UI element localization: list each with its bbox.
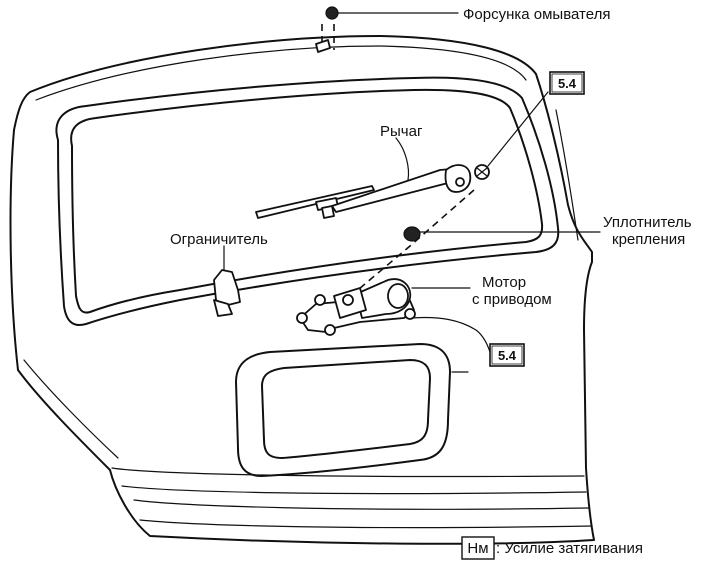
wiper-assembly	[255, 91, 549, 219]
torque-box-motor: 5.4	[489, 343, 525, 367]
license-plate-recess	[235, 343, 451, 477]
stopper	[213, 245, 241, 317]
label-seal-line2: крепления	[612, 231, 685, 248]
legend-unit: Нм	[467, 540, 488, 557]
rear-window	[55, 76, 560, 326]
wiper-motor	[296, 278, 491, 353]
label-lever: Рычаг	[380, 123, 423, 140]
mounting-seal	[403, 226, 601, 242]
label-motor-line2: с приводом	[472, 291, 552, 308]
assembly-axis-line	[345, 189, 475, 301]
torque-value-motor: 5.4	[498, 348, 517, 363]
torque-box-arm: 5.4	[549, 71, 585, 95]
callout-labels: Форсунка омывателя Рычаг Уплотнитель кре…	[170, 6, 692, 308]
label-seal-line1: Уплотнитель	[603, 214, 692, 231]
label-stopper: Ограничитель	[170, 231, 268, 248]
label-motor-line1: Мотор	[482, 274, 526, 291]
legend-text: : Усилие затягивания	[496, 540, 643, 557]
legend: Нм : Усилие затягивания	[461, 536, 643, 560]
washer-nozzle	[315, 6, 459, 53]
label-washer-nozzle: Форсунка омывателя	[463, 6, 610, 23]
torque-value-arm: 5.4	[558, 76, 577, 91]
